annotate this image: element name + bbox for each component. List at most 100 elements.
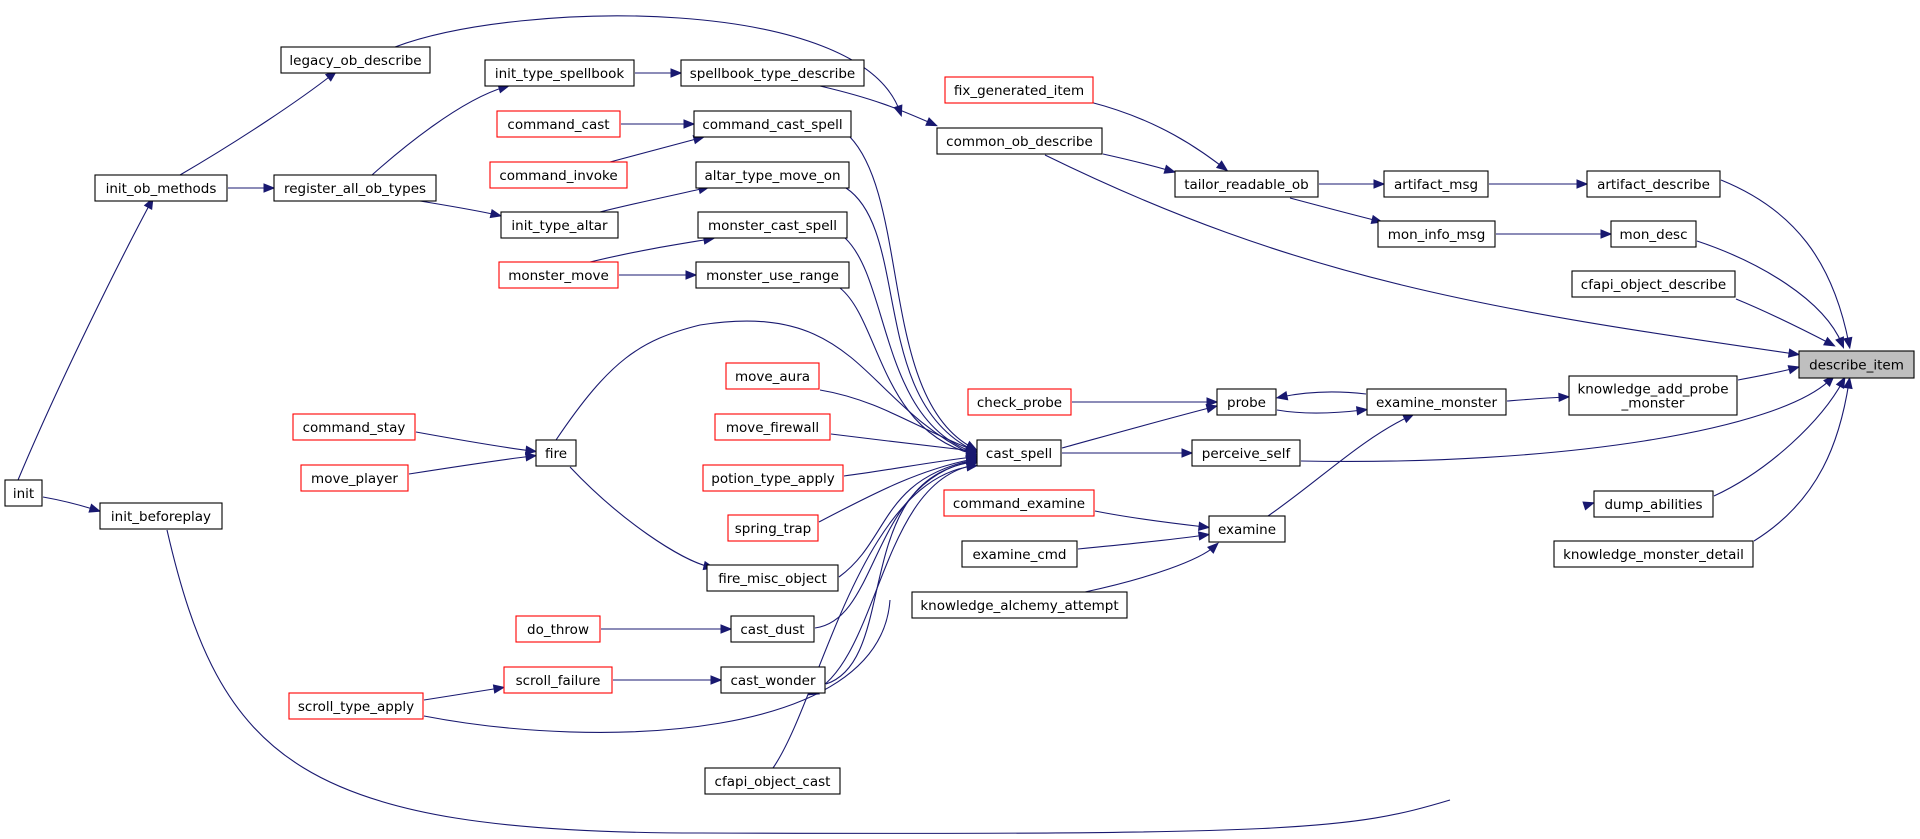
node-perceive-self[interactable]: perceive_self	[1191, 439, 1301, 467]
node-scroll-failure[interactable]: scroll_failure	[503, 666, 613, 694]
node-label: command_cast	[507, 117, 609, 133]
node-label: mon_info_msg	[1388, 227, 1486, 243]
node-do-throw[interactable]: do_throw	[515, 615, 601, 643]
node-spellbook-type-describe[interactable]: spellbook_type_describe	[680, 59, 865, 87]
node-label: check_probe	[977, 395, 1062, 411]
node-cfapi-object-cast[interactable]: cfapi_object_cast	[704, 767, 841, 795]
node-knowledge-add-probe-monster[interactable]: knowledge_add_probe_monster	[1568, 375, 1738, 416]
node-label: move_firewall	[726, 420, 819, 436]
node-label: monster_move	[508, 268, 609, 284]
node-label: fire_misc_object	[718, 571, 827, 587]
node-common-ob-describe[interactable]: common_ob_describe	[936, 127, 1103, 155]
node-label: artifact_describe	[1597, 177, 1710, 193]
node-knowledge-alchemy-attempt[interactable]: knowledge_alchemy_attempt	[911, 591, 1128, 619]
edge-tailor_readable_ob-to-artifact_msg	[1319, 179, 1386, 189]
node-label: init_beforeplay	[111, 509, 211, 525]
node-label: init_type_spellbook	[495, 66, 625, 82]
edge-init-to-init_ob_methods	[17, 197, 154, 481]
node-label: mon_desc	[1619, 227, 1687, 243]
node-scroll-type-apply[interactable]: scroll_type_apply	[288, 692, 424, 720]
node-monster-use-range[interactable]: monster_use_range	[695, 261, 850, 289]
node-describe-item[interactable]: describe_item	[1798, 350, 1915, 379]
node-cfapi-object-describe[interactable]: cfapi_object_describe	[1571, 270, 1736, 298]
node-label: init	[13, 486, 34, 502]
node-mon-desc[interactable]: mon_desc	[1610, 220, 1697, 248]
node-label: cfapi_object_describe	[1581, 277, 1726, 293]
edge-common_ob_describe-to-describe_item	[1044, 154, 1801, 358]
node-command-invoke[interactable]: command_invoke	[489, 161, 628, 189]
node-examine[interactable]: examine	[1208, 515, 1286, 543]
node-register-all-ob-types[interactable]: register_all_ob_types	[273, 174, 437, 202]
node-init[interactable]: init	[4, 479, 43, 507]
node-label: move_player	[311, 471, 398, 487]
node-init-beforeplay[interactable]: init_beforeplay	[99, 502, 223, 530]
node-label: probe	[1227, 395, 1266, 411]
edge-scroll_failure-to-cast_wonder	[613, 675, 723, 685]
edge-init_beforeplay-to-dump_abilities	[166, 501, 1596, 834]
node-monster-move[interactable]: monster_move	[498, 261, 619, 289]
node-move-aura[interactable]: move_aura	[725, 362, 820, 390]
node-knowledge-monster-detail[interactable]: knowledge_monster_detail	[1553, 540, 1754, 568]
edge-command_stay-to-fire	[415, 431, 538, 455]
edge-legacy_ob_describe-to-common_ob_describe	[394, 15, 903, 118]
node-label: altar_type_move_on	[704, 168, 840, 184]
node-mon-info-msg[interactable]: mon_info_msg	[1377, 220, 1496, 248]
node-potion-type-apply[interactable]: potion_type_apply	[702, 464, 844, 492]
edge-fix_generated_item-to-tailor_readable_ob	[1089, 101, 1229, 172]
edge-init_type_spellbook-to-spellbook_type_describe	[635, 68, 683, 78]
node-label: command_invoke	[499, 168, 617, 184]
node-label: potion_type_apply	[711, 471, 835, 487]
node-examine-cmd[interactable]: examine_cmd	[961, 540, 1078, 568]
edge-check_probe-to-probe	[1072, 397, 1219, 407]
node-init-ob-methods[interactable]: init_ob_methods	[94, 174, 228, 202]
node-artifact-msg[interactable]: artifact_msg	[1383, 170, 1489, 198]
edge-do_throw-to-cast_dust	[601, 624, 733, 634]
node-label: _monster	[1621, 396, 1685, 412]
node-altar-type-move-on[interactable]: altar_type_move_on	[695, 161, 850, 189]
node-cast-spell[interactable]: cast_spell	[976, 439, 1062, 467]
node-check-probe[interactable]: check_probe	[967, 388, 1072, 416]
node-cast-wonder[interactable]: cast_wonder	[720, 666, 826, 694]
node-fire-misc-object[interactable]: fire_misc_object	[706, 564, 839, 592]
edge-altar_type_move_on-to-cast_spell	[845, 187, 978, 453]
node-dump-abilities[interactable]: dump_abilities	[1593, 490, 1714, 518]
node-command-examine[interactable]: command_examine	[943, 489, 1095, 517]
node-init-type-spellbook[interactable]: init_type_spellbook	[484, 59, 635, 87]
node-cast-dust[interactable]: cast_dust	[730, 615, 815, 643]
node-label: knowledge_add_probe	[1577, 382, 1728, 398]
node-legacy-ob-describe[interactable]: legacy_ob_describe	[280, 46, 431, 74]
node-label: register_all_ob_types	[284, 181, 426, 197]
edge-common_ob_describe-to-tailor_readable_ob	[1102, 153, 1177, 174]
node-label: fix_generated_item	[954, 83, 1084, 99]
edge-mon_info_msg-to-mon_desc	[1496, 229, 1613, 239]
node-examine-monster[interactable]: examine_monster	[1366, 388, 1507, 416]
node-probe[interactable]: probe	[1216, 388, 1277, 416]
node-move-firewall[interactable]: move_firewall	[714, 413, 831, 441]
node-fix-generated-item[interactable]: fix_generated_item	[944, 76, 1094, 104]
edge-examine_monster-to-knowledge_add_probe_monster	[1506, 392, 1571, 403]
node-spring-trap[interactable]: spring_trap	[727, 514, 819, 542]
node-label: init_type_altar	[511, 218, 608, 234]
node-command-stay[interactable]: command_stay	[292, 413, 416, 441]
node-move-player[interactable]: move_player	[300, 464, 409, 492]
edge-register_all_ob_types-to-init_type_spellbook	[371, 84, 511, 176]
node-label: knowledge_monster_detail	[1563, 547, 1744, 563]
node-init-type-altar[interactable]: init_type_altar	[500, 211, 619, 239]
node-tailor-readable-ob[interactable]: tailor_readable_ob	[1174, 170, 1319, 198]
node-label: fire	[545, 446, 567, 462]
edge-init_ob_methods-to-register_all_ob_types	[228, 183, 276, 193]
node-label: cast_spell	[986, 446, 1052, 462]
node-label: cast_wonder	[730, 673, 816, 689]
edge-monster_move-to-monster_cast_spell	[589, 235, 716, 263]
node-label: examine_cmd	[973, 547, 1067, 563]
edge-probe-to-examine_monster	[1276, 406, 1369, 416]
node-fire[interactable]: fire	[535, 439, 577, 467]
node-label: init_ob_methods	[106, 181, 217, 197]
node-command-cast-spell[interactable]: command_cast_spell	[693, 110, 852, 138]
edge-fire-to-fire_misc_object	[569, 466, 716, 571]
node-artifact-describe[interactable]: artifact_describe	[1586, 170, 1721, 198]
node-command-cast[interactable]: command_cast	[496, 110, 621, 138]
node-monster-cast-spell[interactable]: monster_cast_spell	[697, 211, 848, 239]
edge-tailor_readable_ob-to-mon_info_msg	[1289, 197, 1384, 225]
node-label: examine_monster	[1376, 395, 1497, 411]
